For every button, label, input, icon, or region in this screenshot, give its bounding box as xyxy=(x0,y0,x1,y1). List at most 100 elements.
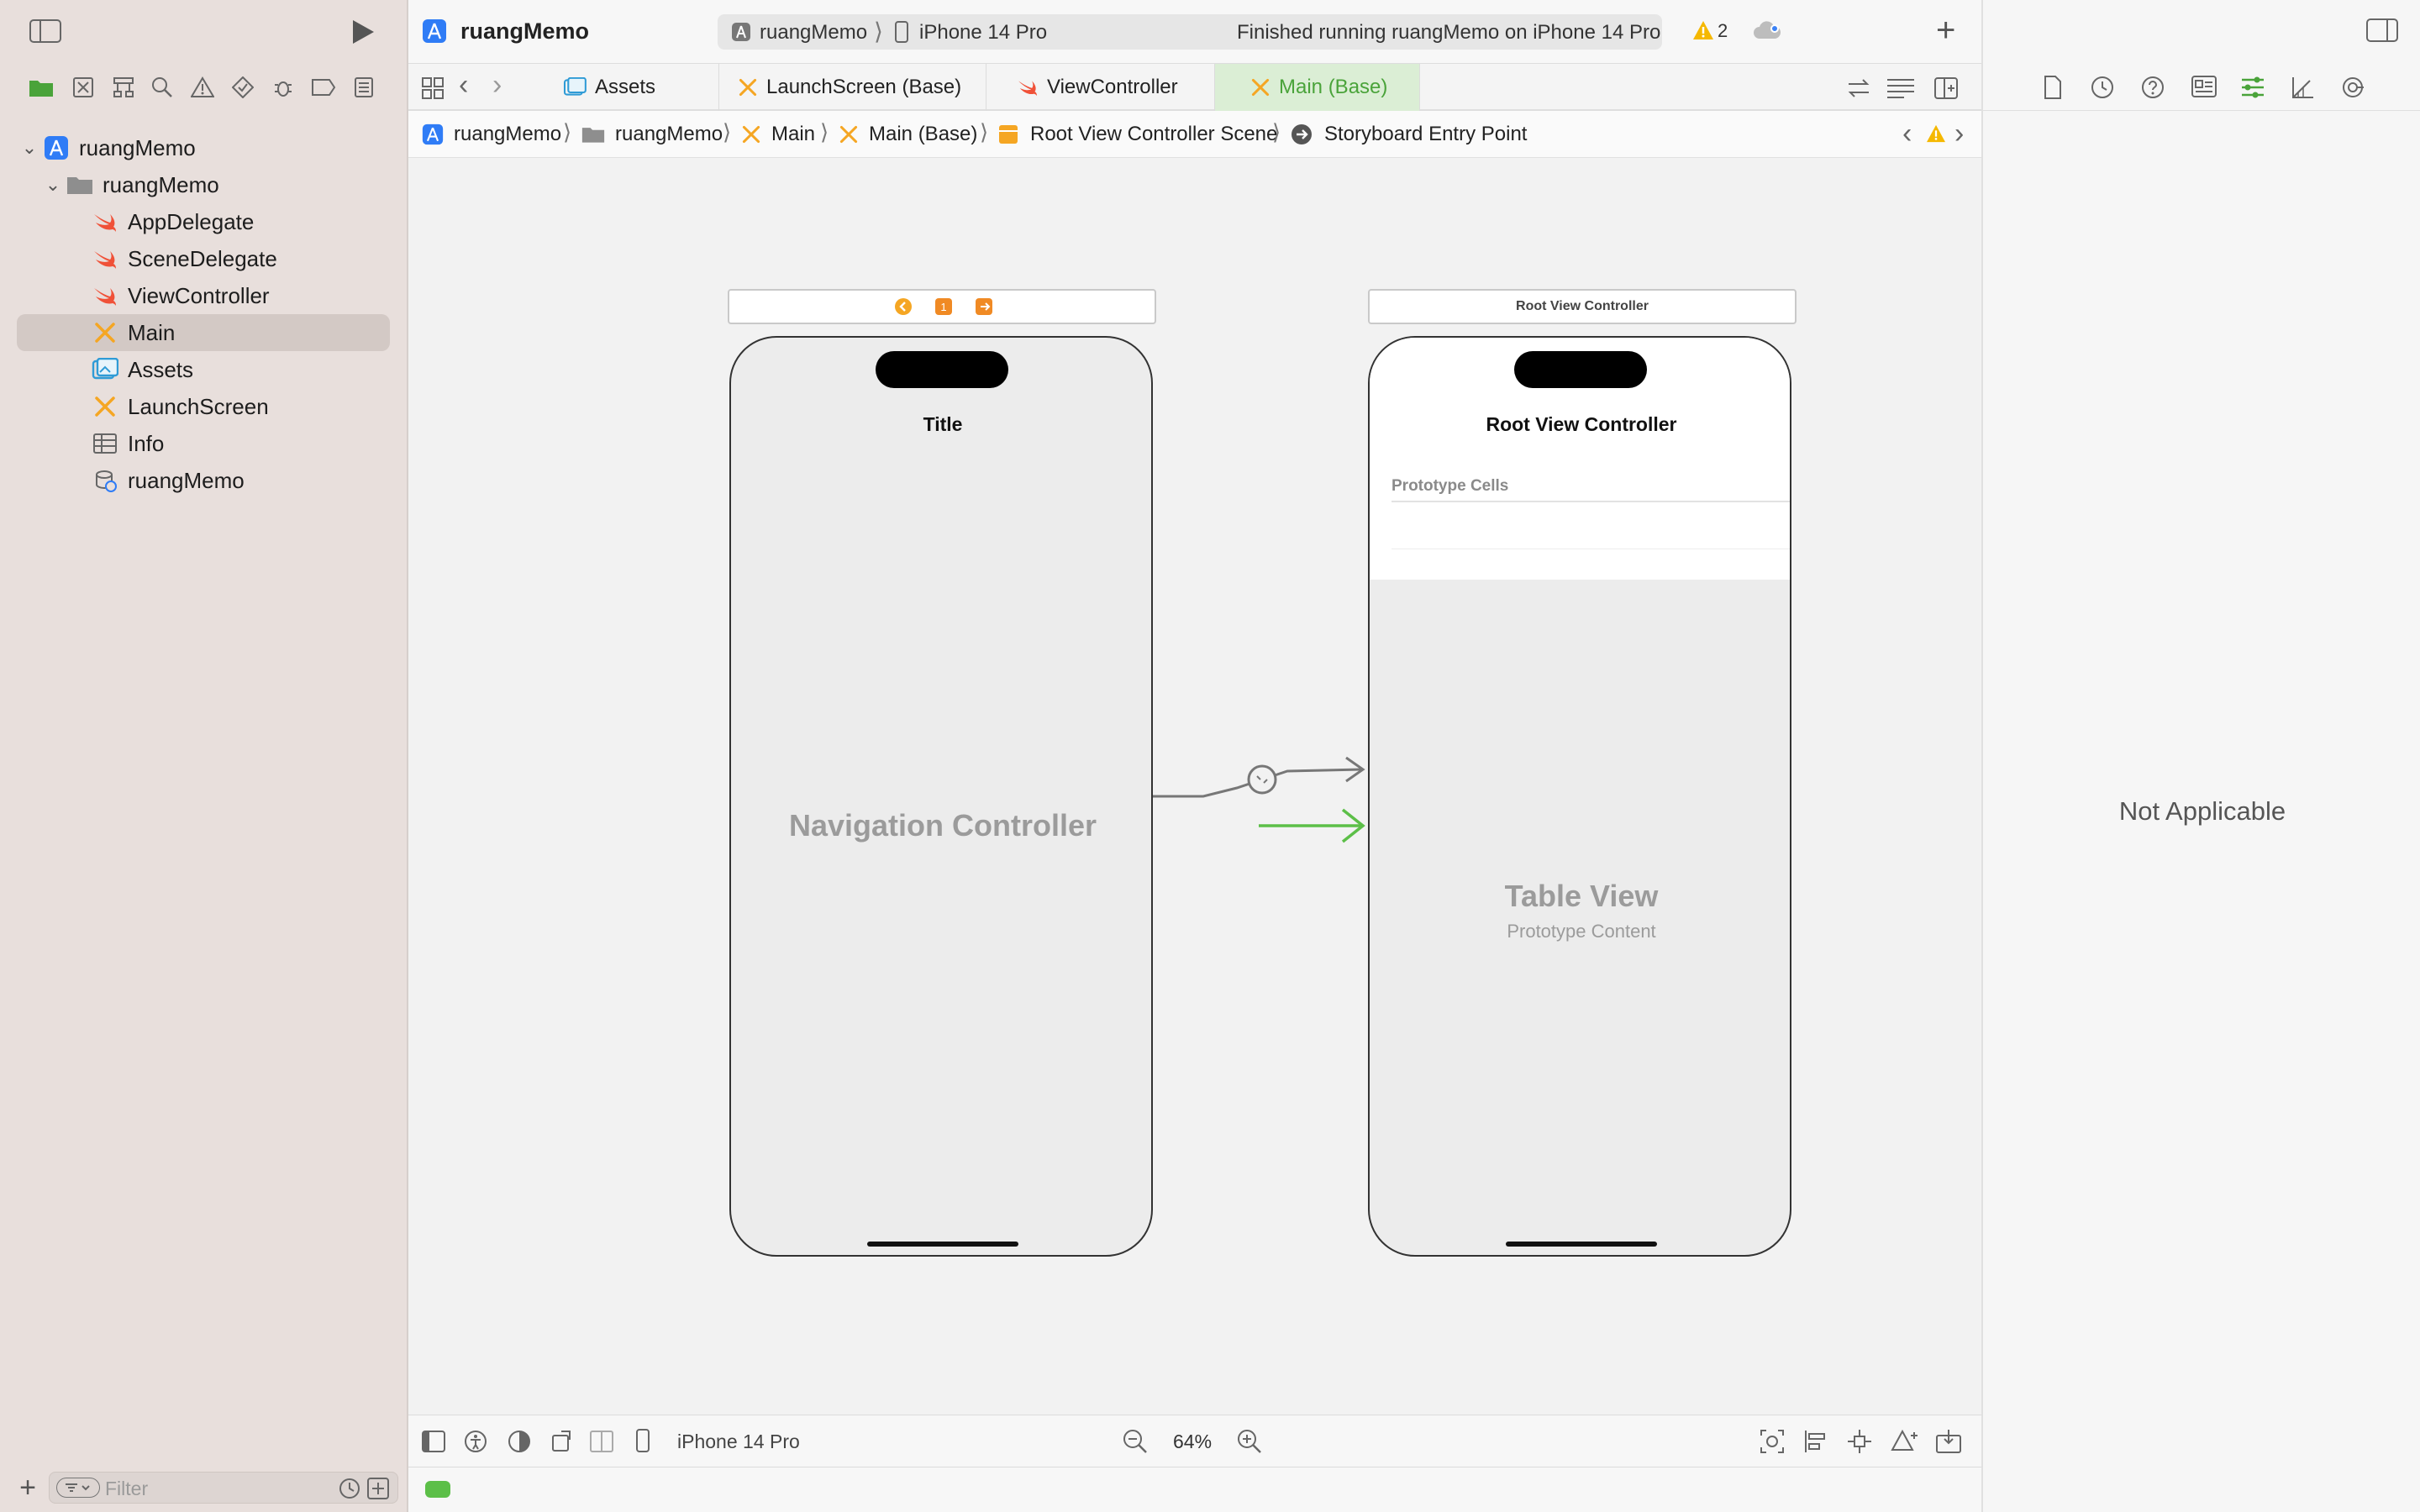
filter-field[interactable]: Filter xyxy=(49,1472,398,1504)
file-inspector-icon[interactable] xyxy=(2044,76,2062,103)
test-icon[interactable] xyxy=(230,76,255,99)
accessibility-icon[interactable] xyxy=(464,1430,487,1457)
warning-count[interactable]: 2 xyxy=(1718,20,1728,41)
filter-options-icon[interactable] xyxy=(56,1478,100,1498)
storyboard-icon xyxy=(91,394,119,419)
tab-main[interactable]: Main (Base) xyxy=(1215,64,1420,111)
breadcrumb-item[interactable]: Storyboard Entry Point xyxy=(1291,123,1527,146)
help-inspector-icon[interactable] xyxy=(2141,76,2165,103)
home-indicator xyxy=(867,1242,1018,1247)
tab-label: LaunchScreen (Base) xyxy=(766,76,962,98)
zoom-level[interactable]: 64% xyxy=(1173,1431,1213,1452)
update-frames-icon[interactable] xyxy=(1760,1429,1785,1458)
swap-icon[interactable] xyxy=(1847,77,1870,103)
appearance-icon[interactable] xyxy=(508,1430,531,1457)
tree-item-scenedelegate[interactable]: SceneDelegate xyxy=(0,240,408,277)
device-label[interactable]: iPhone 14 Pro xyxy=(677,1431,800,1452)
segue-connector[interactable] xyxy=(1153,746,1371,830)
hierarchy-icon[interactable] xyxy=(111,76,136,99)
breadcrumb-label: ruangMemo xyxy=(454,123,562,145)
activity-view[interactable]: ruangMemo ⟩ iPhone 14 Pro Finished runni… xyxy=(718,14,1662,50)
tree-item-label: Main xyxy=(128,319,176,345)
storyboard-icon xyxy=(91,320,119,345)
warning-icon[interactable] xyxy=(190,76,215,99)
device-icon[interactable] xyxy=(635,1429,650,1457)
breadcrumb-item[interactable]: Main (Base) xyxy=(839,123,977,146)
warning-icon[interactable] xyxy=(1692,20,1714,45)
tree-item-launchscreen[interactable]: LaunchScreen xyxy=(0,388,408,425)
storyboard-canvas[interactable]: 1 Title Navigation Controller Root View … xyxy=(408,158,1958,1390)
report-icon[interactable] xyxy=(351,76,376,99)
tree-item-info[interactable]: Info xyxy=(0,425,408,462)
root-view-controller-phone[interactable]: Root View Controller Prototype Cells Tab… xyxy=(1368,336,1791,1257)
tree-item-viewcontroller[interactable]: ViewController xyxy=(0,277,408,314)
document-outline-icon[interactable] xyxy=(422,1431,445,1457)
device-selector[interactable]: iPhone 14 Pro xyxy=(919,21,1048,44)
tab-assets[interactable]: Assets xyxy=(541,64,719,111)
data-model-icon xyxy=(91,468,119,493)
resolve-issues-icon[interactable] xyxy=(1891,1429,1919,1458)
embed-in-icon[interactable] xyxy=(1936,1429,1961,1458)
tab-viewcontroller[interactable]: ViewController xyxy=(986,64,1215,111)
tree-item-assets[interactable]: Assets xyxy=(0,351,408,388)
back-icon[interactable]: ‹ xyxy=(459,69,469,101)
tree-item-project[interactable]: ⌄ ruangMemo xyxy=(0,129,408,166)
tree-item-appdelegate[interactable]: AppDelegate xyxy=(0,203,408,240)
attributes-inspector-icon[interactable] xyxy=(2240,76,2265,103)
breadcrumb-item[interactable]: ruangMemo xyxy=(581,123,723,146)
chevron-down-icon[interactable]: ⌄ xyxy=(21,137,38,158)
cloud-icon[interactable] xyxy=(1753,20,1781,45)
align-icon[interactable] xyxy=(1803,1429,1828,1458)
exit-icon[interactable] xyxy=(975,297,993,320)
run-button[interactable] xyxy=(348,17,378,47)
nav-controller-scene-bar[interactable]: 1 xyxy=(728,289,1156,324)
source-control-filter-icon[interactable] xyxy=(367,1478,389,1504)
scheme-selector[interactable]: ruangMemo xyxy=(760,21,868,44)
connections-inspector-icon[interactable] xyxy=(2341,76,2365,103)
zoom-out-icon[interactable] xyxy=(1123,1429,1148,1458)
forward-icon[interactable]: › xyxy=(492,69,502,101)
source-control-icon[interactable] xyxy=(71,76,96,99)
navigation-controller-phone[interactable]: Title Navigation Controller xyxy=(729,336,1153,1257)
breakpoint-icon[interactable] xyxy=(311,76,336,99)
add-constraints-icon[interactable] xyxy=(1847,1429,1872,1458)
warning-icon[interactable] xyxy=(1926,124,1946,149)
add-icon[interactable]: + xyxy=(19,1471,36,1504)
recent-files-icon[interactable] xyxy=(339,1478,360,1504)
filter-input[interactable]: Filter xyxy=(105,1478,149,1499)
zoom-in-icon[interactable] xyxy=(1237,1429,1262,1458)
folder-icon[interactable] xyxy=(29,76,54,99)
identity-inspector-icon[interactable] xyxy=(2191,76,2217,102)
sidebar-toggle-icon[interactable] xyxy=(29,18,62,44)
chevron-down-icon[interactable]: ⌄ xyxy=(45,174,61,195)
tree-item-datamodel[interactable]: ruangMemo xyxy=(0,462,408,499)
chevron-right-icon: ⟩ xyxy=(1272,119,1281,144)
tree-item-main[interactable]: Main xyxy=(0,314,408,351)
add-editor-icon[interactable] xyxy=(1934,77,1958,103)
tree-item-label: SceneDelegate xyxy=(128,245,277,271)
search-icon[interactable] xyxy=(150,76,175,99)
orientation-icon[interactable] xyxy=(551,1429,575,1457)
breadcrumb-item[interactable]: Main xyxy=(741,123,815,146)
inspector-toggle-icon[interactable] xyxy=(2366,18,2398,46)
tree-item-group[interactable]: ⌄ ruangMemo xyxy=(0,166,408,203)
editor-options-icon[interactable] xyxy=(1886,77,1916,103)
first-responder-icon[interactable]: 1 xyxy=(934,297,953,320)
add-icon[interactable]: + xyxy=(1936,12,1956,49)
layout-icon[interactable] xyxy=(590,1431,613,1457)
previous-issue-icon[interactable]: ‹ xyxy=(1902,118,1912,150)
grid-icon[interactable] xyxy=(422,77,444,103)
root-vc-scene-bar[interactable]: Root View Controller xyxy=(1368,289,1797,324)
size-inspector-icon[interactable] xyxy=(2291,76,2314,103)
history-inspector-icon[interactable] xyxy=(2091,76,2114,103)
next-issue-icon[interactable]: › xyxy=(1954,118,1965,150)
entry-point-arrow[interactable] xyxy=(1259,805,1368,847)
prototype-cell[interactable] xyxy=(1392,501,1790,549)
build-status-indicator[interactable] xyxy=(425,1481,450,1498)
swift-file-icon xyxy=(91,209,119,234)
breadcrumb-item[interactable]: ruangMemo xyxy=(422,123,561,146)
debug-icon[interactable] xyxy=(271,76,296,99)
back-arrow-icon[interactable] xyxy=(894,297,913,320)
tab-launchscreen[interactable]: LaunchScreen (Base) xyxy=(719,64,986,111)
breadcrumb-item[interactable]: Root View Controller Scene xyxy=(998,123,1277,146)
